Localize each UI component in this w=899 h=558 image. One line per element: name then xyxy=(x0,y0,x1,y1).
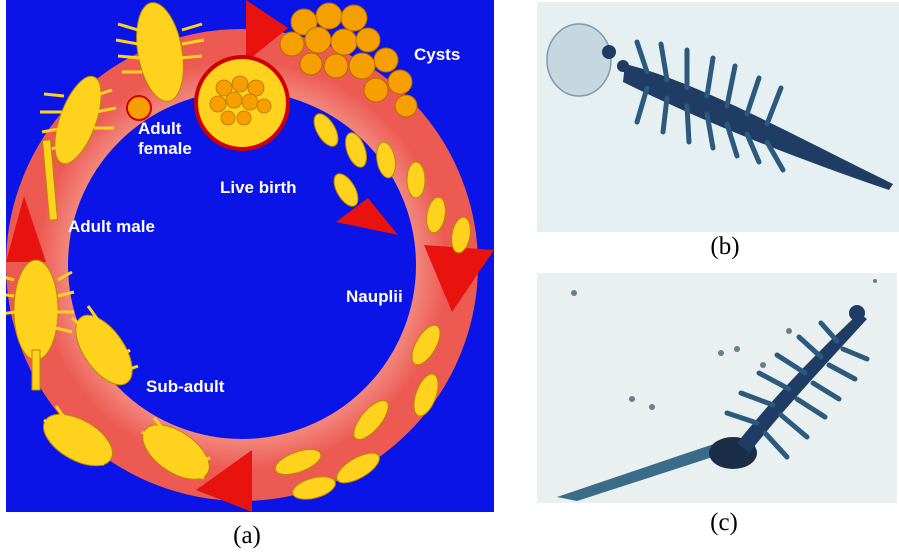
arrow-top xyxy=(246,0,288,62)
nauplii-animals xyxy=(274,113,471,500)
artemia-specimen-b xyxy=(546,23,893,190)
arrow-right xyxy=(424,245,494,312)
label-adult-female: Adult female xyxy=(138,119,192,158)
label-adult-female-line1: Adult xyxy=(138,119,182,138)
cysts-cluster xyxy=(279,2,418,118)
label-adult-male: Adult male xyxy=(68,217,155,236)
micrograph-c xyxy=(537,273,897,503)
adult-female-animal xyxy=(40,2,205,221)
brood-pouch-inset xyxy=(126,55,290,151)
label-adult-female-line2: female xyxy=(138,139,192,158)
life-cycle-diagram: Cysts Adult female Live birth Adult male… xyxy=(6,0,494,512)
arrow-bottom xyxy=(196,450,252,512)
arrow-left xyxy=(6,196,46,262)
micrograph-c-background xyxy=(537,273,897,503)
caption-b: (b) xyxy=(710,233,740,260)
debris-particles xyxy=(571,279,877,410)
adult-male-animal xyxy=(6,259,75,391)
micrograph-b xyxy=(537,2,899,232)
caption-c: (c) xyxy=(710,509,738,536)
label-sub-adult: Sub-adult xyxy=(146,377,225,396)
caption-a: (a) xyxy=(233,522,261,549)
arrow-right-2 xyxy=(336,198,398,235)
label-nauplii: Nauplii xyxy=(346,287,403,306)
sub-adult-animals xyxy=(43,305,211,480)
artemia-specimen-c xyxy=(557,305,870,501)
label-live-birth: Live birth xyxy=(220,178,297,197)
label-cysts: Cysts xyxy=(414,45,460,64)
